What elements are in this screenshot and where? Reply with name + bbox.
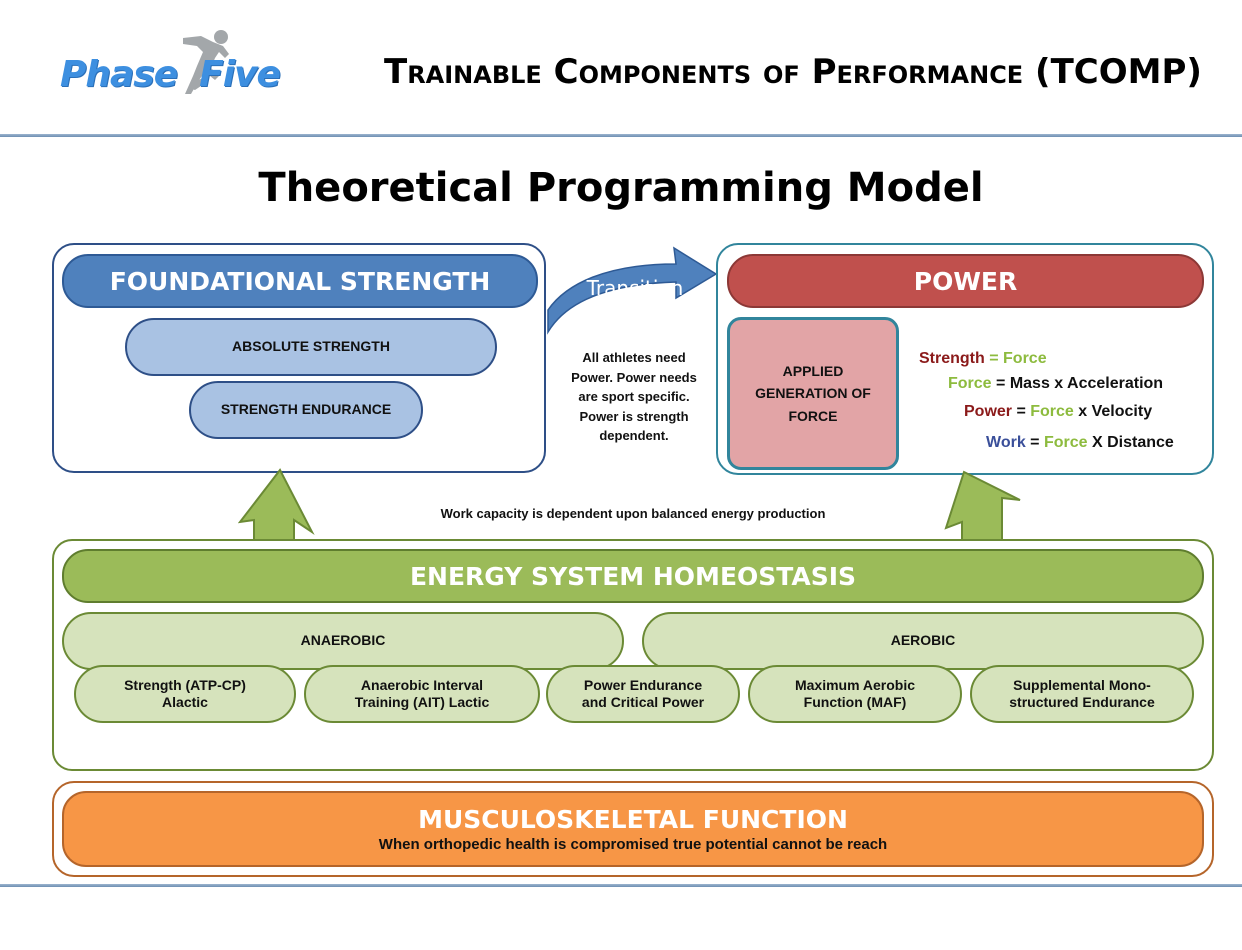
subsystem-line: Training (AIT) Lactic	[354, 694, 490, 710]
transition-label: Transition	[586, 276, 684, 300]
strength-endurance-pill: STRENGTH ENDURANCE	[189, 381, 423, 439]
subsystem-line: structured Endurance	[1009, 694, 1155, 710]
equation-power: Power = Force x Velocity	[964, 403, 1153, 420]
applied-line: GENERATION OF	[755, 385, 871, 402]
top-divider	[0, 134, 1242, 137]
subsystem-line: Power Endurance	[583, 676, 703, 693]
transition-note-line: Power is strength	[579, 408, 689, 424]
runner-icon	[183, 30, 229, 94]
musculoskeletal-subtitle: When orthopedic health is compromised tr…	[378, 836, 888, 853]
energy-system-header: ENERGY SYSTEM HOMEOSTASIS	[62, 549, 1204, 603]
applied-line: FORCE	[788, 407, 838, 424]
anaerobic-pill: ANAEROBIC	[62, 612, 624, 670]
subsystem-line: and Critical Power	[581, 694, 705, 710]
subsystem-line: Function (MAF)	[803, 694, 907, 710]
transition-note-line: dependent.	[599, 428, 669, 443]
energy-subsystem-pill: Strength (ATP-CP)Alactic	[74, 665, 296, 723]
applied-generation-of-force-box: APPLIED GENERATION OF FORCE	[727, 317, 899, 470]
subsystem-line: Anaerobic Interval	[360, 676, 484, 693]
subsystem-line: Supplemental Mono-	[1013, 676, 1151, 693]
aerobic-pill: AEROBIC	[642, 612, 1204, 670]
absolute-strength-pill: ABSOLUTE STRENGTH	[125, 318, 497, 376]
transition-arrow-icon	[547, 246, 718, 335]
subsystem-line: Maximum Aerobic	[794, 676, 916, 693]
musculoskeletal-bar: MUSCULOSKELETAL FUNCTION When orthopedic…	[62, 791, 1204, 867]
energy-subsystem-pill: Supplemental Mono-structured Endurance	[970, 665, 1194, 723]
equation-force: Force = Mass x Acceleration	[948, 375, 1164, 392]
header-title: Trainable Components of Performance (TCO…	[384, 52, 1202, 92]
equation-work: Work = Force X Distance	[986, 434, 1174, 451]
work-capacity-note: Work capacity is dependent upon balanced…	[440, 506, 826, 521]
bottom-divider	[0, 884, 1242, 887]
foundational-strength-header: FOUNDATIONAL STRENGTH	[62, 254, 538, 308]
main-title: Theoretical Programming Model	[258, 165, 984, 211]
musculoskeletal-title: MUSCULOSKELETAL FUNCTION	[418, 805, 848, 834]
transition-note: All athletes need Power. Power needs are…	[552, 348, 716, 446]
subsystem-line: Strength (ATP-CP)	[124, 676, 246, 693]
applied-line: APPLIED	[782, 362, 844, 379]
transition-note-line: are sport specific.	[578, 389, 690, 404]
subsystem-line: Alactic	[162, 694, 208, 710]
power-header: POWER	[727, 254, 1204, 308]
transition-note-line: All athletes need	[582, 350, 686, 365]
transition-note-line: Power. Power needs	[571, 369, 697, 385]
equation-strength: Strength = Force	[919, 350, 1047, 367]
